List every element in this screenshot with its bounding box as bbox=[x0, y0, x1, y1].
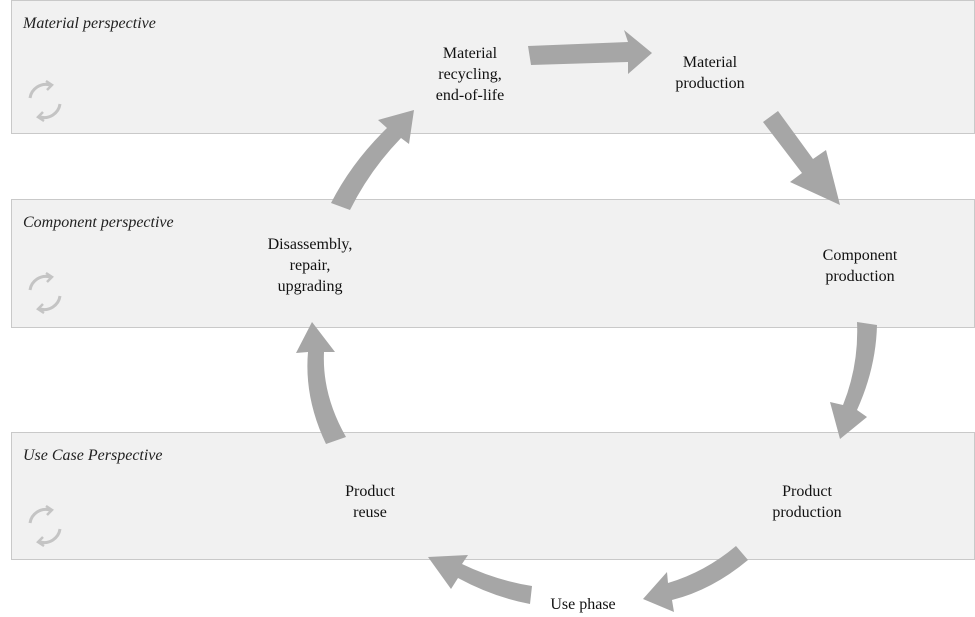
node-disassembly: Disassembly, repair, upgrading bbox=[267, 236, 353, 295]
node-use-phase: Use phase bbox=[550, 596, 616, 613]
use-case-perspective-band: Use Case Perspective bbox=[11, 432, 975, 560]
arrow-recycling-to-material-production bbox=[528, 30, 652, 74]
band-label-use-case: Use Case Perspective bbox=[23, 447, 163, 464]
node-material-recycling: Material recycling, end-of-life bbox=[435, 45, 505, 104]
arrow-component-to-product bbox=[830, 322, 877, 439]
component-perspective-band: Component perspective bbox=[11, 199, 975, 328]
arrow-product-to-use-phase bbox=[643, 546, 748, 612]
band-label-material: Material perspective bbox=[23, 15, 156, 32]
node-product-reuse: Product reuse bbox=[345, 483, 395, 521]
node-product-production: Product production bbox=[772, 483, 842, 521]
node-component-production: Component production bbox=[822, 247, 898, 285]
arrow-material-to-component bbox=[763, 111, 840, 205]
node-material-production: Material production bbox=[675, 54, 745, 92]
band-label-component: Component perspective bbox=[23, 214, 174, 231]
material-perspective-band: Material perspective bbox=[11, 0, 975, 134]
arrow-reuse-to-disassembly bbox=[296, 322, 346, 444]
arrow-use-phase-to-reuse bbox=[428, 555, 532, 604]
recycle-cycle-icon bbox=[28, 504, 62, 548]
recycle-cycle-icon bbox=[28, 79, 62, 123]
recycle-cycle-icon bbox=[28, 271, 62, 315]
arrow-disassembly-to-recycling bbox=[331, 110, 414, 210]
